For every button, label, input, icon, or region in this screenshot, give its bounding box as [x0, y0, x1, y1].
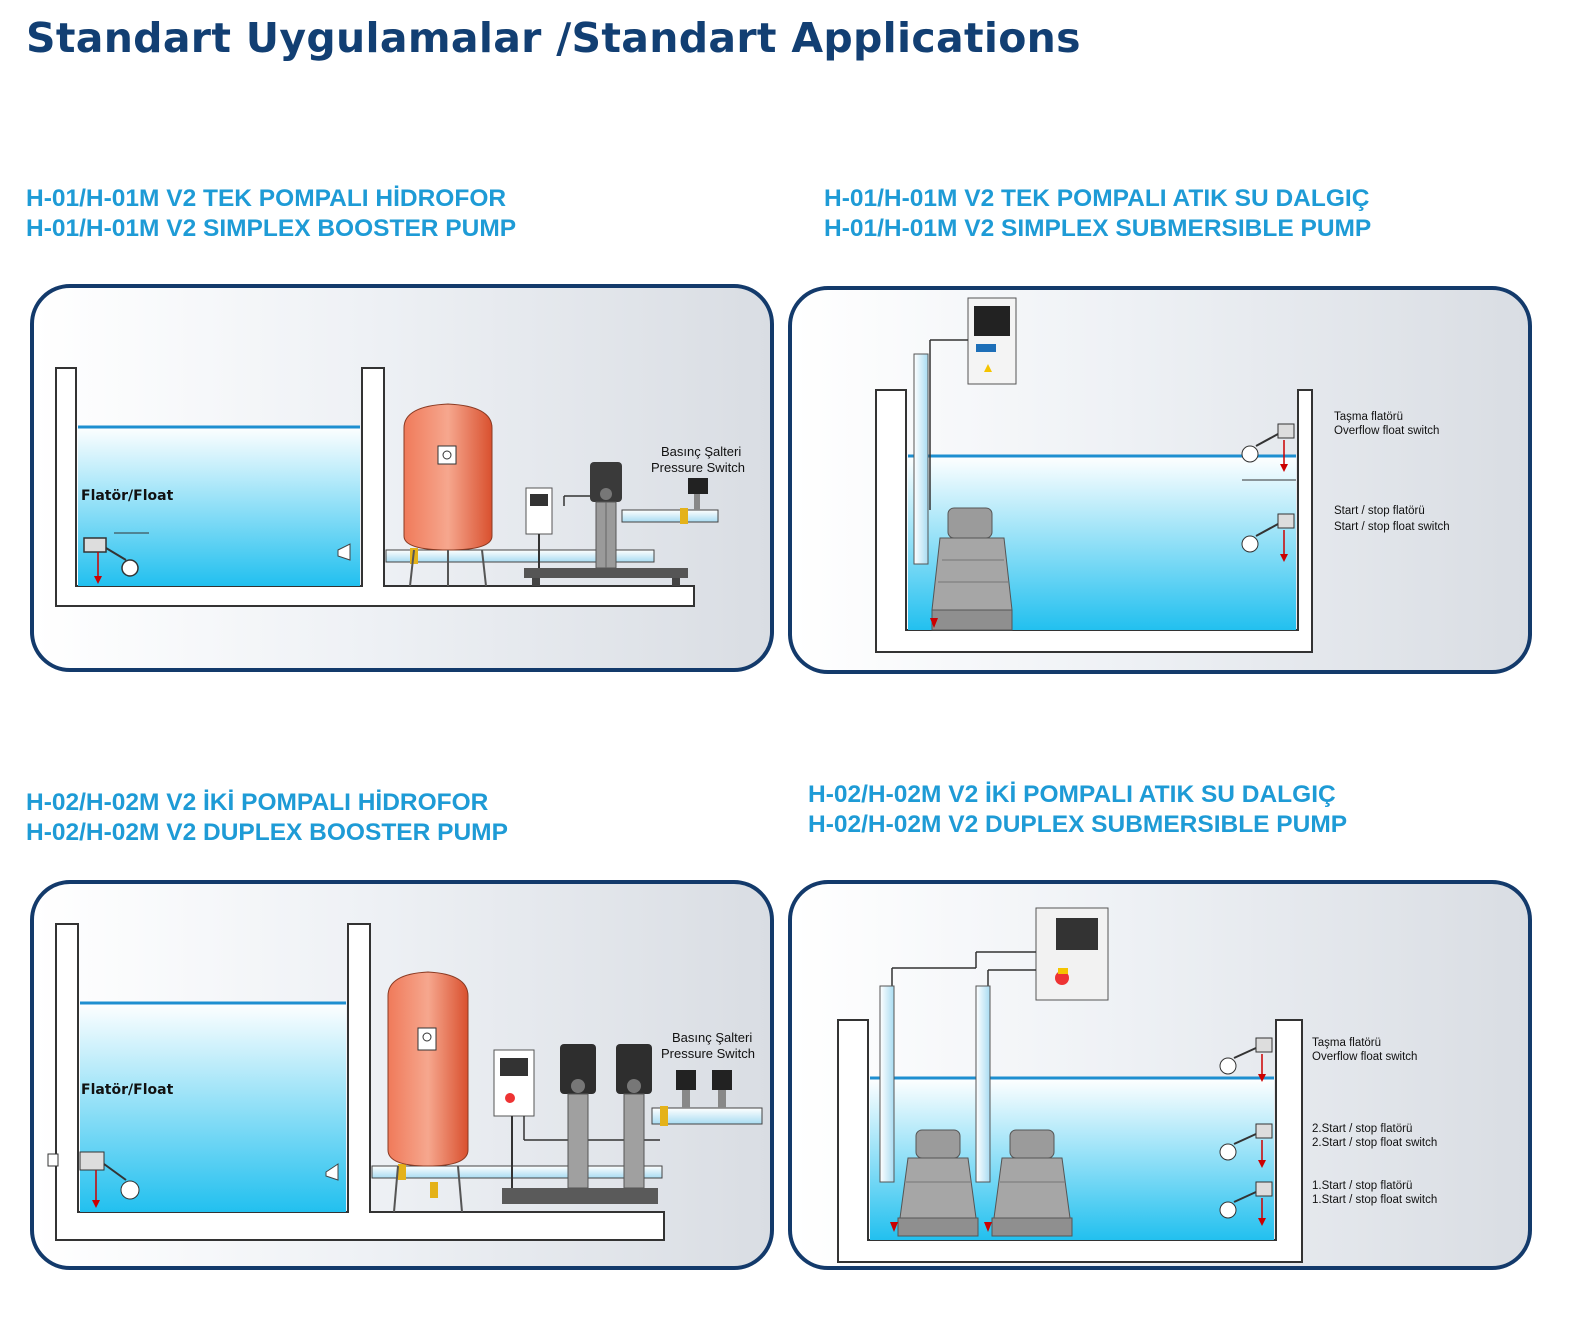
submersible-pump — [930, 507, 1013, 631]
duplex-submersible-diagram: Taşma flatörü Overflow float switch 2.St… — [788, 880, 1532, 1270]
section-4-title-tr: H-02/H-02M V2 İKİ POMPALI ATIK SU DALGIÇ — [808, 781, 1336, 808]
booster-pump — [524, 462, 719, 586]
section-3-title-en: H-02/H-02M V2 DUPLEX BOOSTER PUMP — [26, 819, 508, 846]
page-title: Standart Uygulamalar /Standart Applicati… — [26, 14, 1081, 62]
start1-label-tr: 1.Start / stop flatörü — [1312, 1180, 1412, 1192]
control-panel — [525, 487, 553, 568]
float-switch — [83, 532, 149, 584]
section-4-title-en: H-02/H-02M V2 DUPLEX SUBMERSIBLE PUMP — [808, 811, 1348, 838]
start1-float-switch — [1219, 1181, 1273, 1226]
overflow-label-en: Overflow float switch — [1334, 425, 1439, 437]
section-1-title-en: H-01/H-01M V2 SIMPLEX BOOSTER PUMP — [26, 215, 517, 242]
overflow-label-tr: Taşma flatörü — [1312, 1037, 1381, 1049]
start2-label-tr: 2.Start / stop flatörü — [1312, 1123, 1412, 1135]
discharge-pipes — [879, 985, 991, 1183]
pressure-switch-label-en: Pressure Switch — [661, 1046, 755, 1061]
section-3-title-tr: H-02/H-02M V2 İKİ POMPALI HİDROFOR — [26, 789, 489, 816]
submersible-pump-1 — [890, 1129, 979, 1237]
submersible-pump-2 — [984, 1129, 1073, 1237]
section-3-heading: H-02/H-02M V2 İKİ POMPALI HİDROFOR H-02/… — [26, 788, 508, 848]
float-label: Flatör/Float — [81, 1082, 174, 1098]
section-2-heading: H-01/H-01M V2 TEK POMPALI ATIK SU DALGIÇ… — [824, 184, 1371, 244]
overflow-label-en: Overflow float switch — [1312, 1051, 1417, 1063]
duplex-booster-diagram: Flatör/Float — [30, 880, 774, 1270]
section-1-heading: H-01/H-01M V2 TEK POMPALI HİDROFOR H-01/… — [26, 184, 516, 244]
pressure-switch-label-en: Pressure Switch — [651, 460, 745, 475]
pressure-switch-label-tr: Basınç Şalteri — [661, 444, 741, 459]
start1-label-en: 1.Start / stop float switch — [1312, 1194, 1437, 1206]
float-switch — [79, 1151, 140, 1208]
section-2-title-en: H-01/H-01M V2 SIMPLEX SUBMERSIBLE PUMP — [824, 215, 1372, 242]
startstop-float-switch — [1241, 513, 1295, 562]
overflow-label-tr: Taşma flatörü — [1334, 411, 1403, 423]
pressure-switch — [688, 478, 708, 510]
water-reservoir — [47, 923, 665, 1241]
startstop-label-tr: Start / stop flatörü — [1334, 505, 1425, 517]
discharge-pipe — [913, 353, 929, 565]
suction-pipe — [325, 1163, 663, 1181]
control-panel — [891, 907, 1109, 1154]
pressure-switch-label-tr: Basınç Şalteri — [672, 1030, 752, 1045]
expansion-tank — [403, 403, 493, 587]
startstop-label-en: Start / stop float switch — [1334, 521, 1450, 533]
booster-pumps — [502, 1044, 763, 1204]
simplex-booster-diagram: Flatör/Float — [30, 284, 774, 672]
section-2-title-tr: H-01/H-01M V2 TEK POMPALI ATIK SU DALGIÇ — [824, 185, 1370, 212]
overflow-float-switch — [1219, 1037, 1273, 1082]
simplex-submersible-diagram: Taşma flatörü Overflow float switch Star… — [788, 286, 1532, 674]
overflow-float-switch — [1241, 423, 1295, 472]
start2-label-en: 2.Start / stop float switch — [1312, 1137, 1437, 1149]
section-4-heading: H-02/H-02M V2 İKİ POMPALI ATIK SU DALGIÇ… — [808, 780, 1347, 840]
control-panel — [929, 297, 1017, 510]
float-label: Flatör/Float — [81, 488, 174, 504]
control-panel — [493, 1049, 660, 1188]
pressure-switches — [676, 1070, 732, 1108]
expansion-tank — [387, 971, 469, 1213]
start2-float-switch — [1219, 1123, 1273, 1168]
suction-pipe — [337, 543, 655, 564]
section-1-title-tr: H-01/H-01M V2 TEK POMPALI HİDROFOR — [26, 185, 507, 212]
